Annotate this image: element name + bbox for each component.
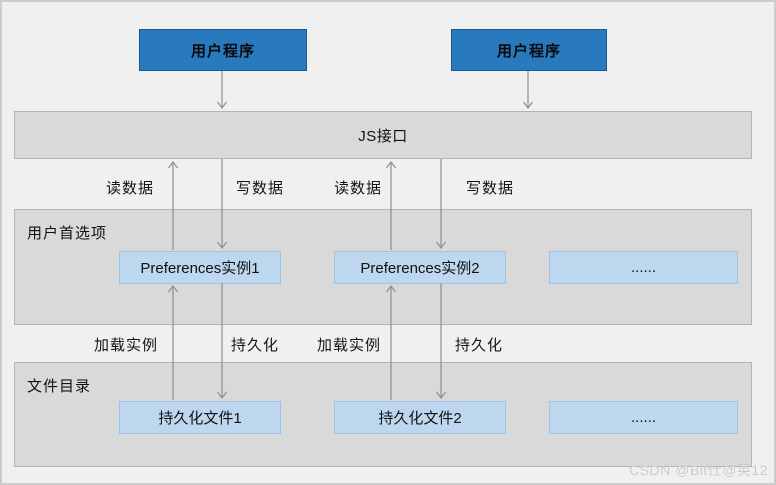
js-interface-bar: JS接口 [14, 111, 752, 159]
persist-file-1: 持久化文件1 [119, 401, 281, 434]
arrow-userprog1-down [217, 71, 227, 109]
files-section-title: 文件目录 [27, 378, 92, 395]
flow-label-read-2: 读数据 [333, 180, 383, 197]
flow-label-persist-1: 持久化 [230, 337, 280, 354]
flow-label-write-2: 写数据 [465, 180, 515, 197]
preferences-instance-more: ...... [549, 251, 738, 284]
preferences-instance-1: Preferences实例1 [119, 251, 281, 284]
persist-file-2: 持久化文件2 [334, 401, 506, 434]
persist-file-more: ...... [549, 401, 738, 434]
preferences-instance-2: Preferences实例2 [334, 251, 506, 284]
preferences-section-title: 用户首选项 [27, 225, 108, 242]
flow-label-load-1: 加载实例 [93, 337, 159, 354]
csdn-watermark: CSDN @Bit仕@英12 [629, 462, 768, 478]
flow-label-load-2: 加载实例 [316, 337, 382, 354]
arrow-userprog2-down [523, 71, 533, 109]
flow-label-read-1: 读数据 [105, 180, 155, 197]
flow-label-persist-2: 持久化 [454, 337, 504, 354]
files-section: 文件目录 持久化文件1 持久化文件2 ...... [14, 362, 752, 467]
user-program-box-2: 用户程序 [451, 29, 607, 71]
flow-label-write-1: 写数据 [235, 180, 285, 197]
preferences-section: 用户首选项 Preferences实例1 Preferences实例2 ....… [14, 209, 752, 325]
user-program-box-1: 用户程序 [139, 29, 307, 71]
